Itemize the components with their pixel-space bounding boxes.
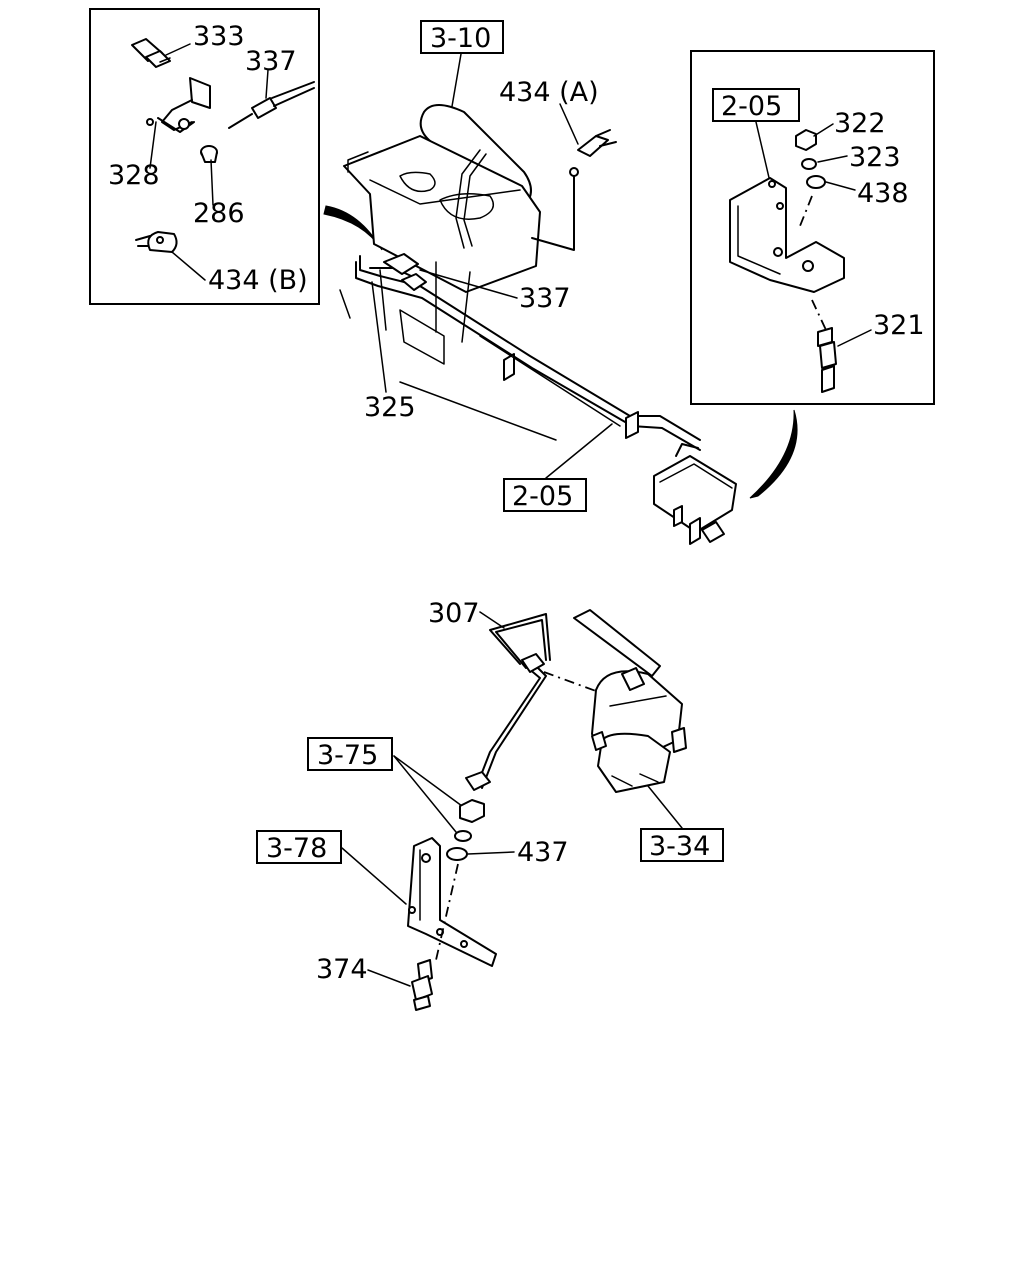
detail-arrow-right (749, 409, 798, 499)
fitting-374-drawing (411, 959, 433, 1011)
lower-assembly: 307 3-34 3-75 437 (256, 598, 724, 1011)
callout-337-main: 337 (519, 283, 571, 314)
ref-2-05-main-label: 2-05 (512, 481, 573, 512)
callout-322: 322 (834, 108, 886, 139)
ref-box-2-05-main (503, 478, 587, 512)
callout-438: 438 (857, 178, 909, 209)
right-inset: 2-05 322 323 438 (690, 50, 935, 405)
upper-assembly: 3-10 434 (A) (339, 20, 737, 545)
ref-box-2-05-inset (712, 88, 800, 122)
clip-434a-drawing (531, 129, 617, 251)
callout-333: 333 (193, 21, 245, 52)
inset-axis-line (799, 195, 827, 331)
callout-321: 321 (873, 310, 925, 341)
washer-437-drawing (446, 847, 468, 861)
callout-325: 325 (364, 392, 416, 423)
bracket-328-drawing (146, 77, 211, 133)
washer-3-75-drawing (454, 830, 472, 842)
housing-drawing (339, 104, 541, 365)
ref-3-34-label: 3-34 (649, 831, 710, 862)
callout-374: 374 (316, 954, 368, 985)
pipe-325-drawing (355, 253, 701, 451)
left-inset-frame (89, 8, 320, 305)
washer-438-drawing (806, 175, 826, 189)
callout-437: 437 (517, 837, 569, 868)
detail-arrow-left (323, 205, 383, 251)
right-inset-frame (690, 50, 935, 405)
valve-block-drawing (653, 443, 737, 545)
ref-box-3-10 (420, 20, 504, 54)
callout-328: 328 (108, 160, 160, 191)
pipe-307-drawing (465, 613, 605, 791)
fitting-321-drawing (817, 327, 837, 393)
nut-3-75-drawing (459, 799, 485, 823)
pipe-337-drawing (228, 81, 315, 129)
fitting-333-drawing (131, 38, 171, 68)
callout-434a: 434 (A) (499, 77, 599, 108)
ref-box-3-75 (307, 737, 393, 771)
nut-322-drawing (795, 129, 817, 151)
callout-434b: 434 (B) (208, 265, 308, 296)
grommet-286-drawing (200, 145, 218, 163)
callout-286: 286 (193, 198, 245, 229)
ref-3-78-label: 3-78 (266, 833, 327, 864)
pump-3-34-drawing (573, 609, 687, 793)
clip-434b-drawing (135, 231, 178, 253)
ref-box-3-78 (256, 830, 342, 864)
left-inset: 333 337 328 286 434 (B) (89, 8, 320, 305)
washer-323-drawing (801, 158, 817, 170)
inset-bracket-drawing (729, 177, 845, 293)
bracket-3-78-drawing (407, 837, 497, 967)
ref-3-10-label: 3-10 (430, 23, 491, 54)
ref-3-75-label: 3-75 (317, 740, 378, 771)
callout-307: 307 (428, 598, 480, 629)
callout-323: 323 (849, 142, 901, 173)
lower-axis-line (435, 863, 459, 961)
ref-box-3-34 (640, 828, 724, 862)
ref-2-05-inset-label: 2-05 (721, 91, 782, 122)
callout-337-inset: 337 (245, 46, 297, 77)
